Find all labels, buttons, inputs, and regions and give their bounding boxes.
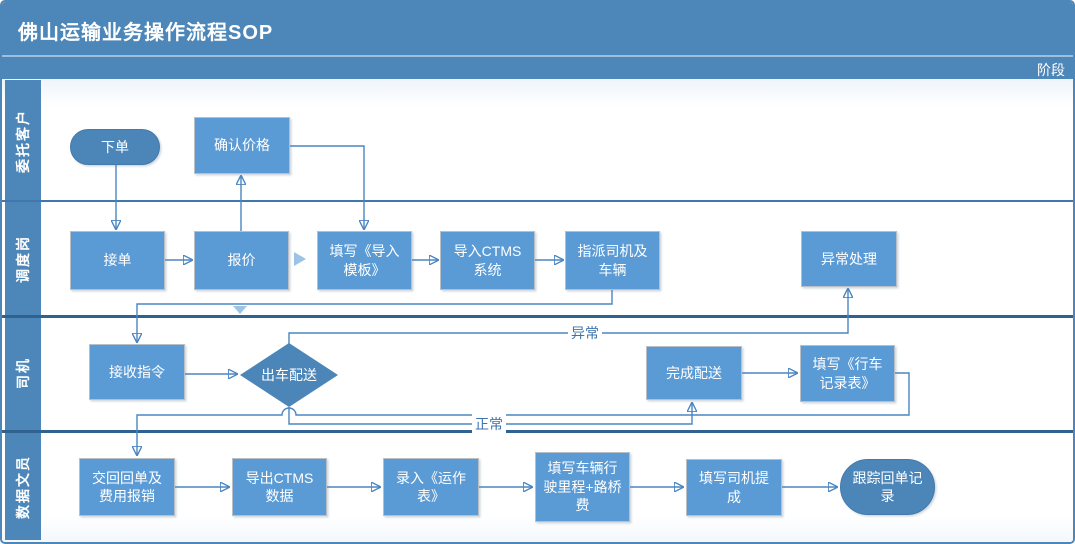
- flow-node-confirm-price: 确认价格: [194, 117, 290, 174]
- lane-label-data-clerk: 数据文员: [15, 455, 31, 519]
- lane-separator-3: [2, 430, 1073, 433]
- flow-node-quote: 报价: [194, 231, 289, 290]
- node-label: 报价: [227, 252, 256, 269]
- flow-node-export-ctms-data: 导出CTMS数据: [232, 458, 327, 516]
- title-band: 佛山运输业务操作流程SOP: [2, 2, 1073, 55]
- lane-label-driver: 司机: [15, 357, 31, 389]
- lane-separator-1: [2, 200, 1073, 202]
- flow-node-track-receipt-record: 跟踪回单记录: [840, 459, 935, 515]
- node-label: 录入《运作表》: [396, 469, 466, 504]
- lane-label-client: 委托客户: [15, 109, 31, 173]
- node-label: 完成配送: [666, 364, 722, 381]
- flow-node-fill-mileage-toll: 填写车辆行驶里程+路桥费: [535, 452, 630, 522]
- node-label: 接单: [103, 252, 132, 269]
- flow-node-exception-handling: 异常处理: [801, 231, 897, 287]
- stage-label: 阶段: [1037, 62, 1065, 78]
- flow-node-fill-driving-record: 填写《行车记录表》: [800, 345, 895, 402]
- flow-node-fill-import-template: 填写《导入模板》: [317, 231, 412, 290]
- flow-node-receive-instruction: 接收指令: [89, 344, 185, 400]
- node-label: 跟踪回单记录: [852, 469, 923, 504]
- diagram-title: 佛山运输业务操作流程SOP: [18, 22, 274, 44]
- node-label: 交回回单及费用报销: [92, 469, 162, 504]
- flow-node-return-receipt-expense: 交回回单及费用报销: [79, 458, 175, 516]
- node-label: 指派司机及车辆: [577, 243, 648, 278]
- edge-label-abnormal: 异常: [568, 323, 602, 343]
- node-label: 接收指令: [109, 363, 165, 380]
- flow-node-assign-driver-vehicle: 指派司机及车辆: [565, 231, 660, 290]
- flow-node-complete-delivery: 完成配送: [646, 346, 742, 400]
- stage-band: 阶段: [2, 57, 1073, 79]
- lane-label-dispatcher: 调度岗: [15, 235, 31, 283]
- lane-separator-2: [2, 315, 1073, 318]
- node-label: 出车配送: [261, 366, 317, 383]
- node-label: 下单: [101, 138, 129, 155]
- lane-label-column: [5, 80, 41, 540]
- node-label: 填写司机提成: [699, 470, 769, 505]
- flow-node-place-order: 下单: [70, 129, 160, 165]
- flow-node-fill-driver-commission: 填写司机提成: [686, 459, 782, 516]
- flow-node-import-ctms: 导入CTMS系统: [440, 231, 535, 290]
- flow-node-enter-operation-table: 录入《运作表》: [383, 458, 479, 516]
- node-label: 异常处理: [821, 250, 877, 267]
- band-separator: [2, 55, 1073, 57]
- flow-node-accept-order: 接单: [70, 231, 165, 290]
- node-label: 导出CTMS数据: [245, 469, 314, 504]
- node-label: 导入CTMS系统: [453, 243, 522, 278]
- node-label: 填写车辆行驶里程+路桥费: [543, 460, 622, 514]
- node-label: 填写《行车记录表》: [812, 356, 883, 391]
- edge-label-normal: 正常: [472, 414, 506, 434]
- node-label: 填写《导入模板》: [329, 243, 400, 278]
- node-label: 确认价格: [214, 137, 270, 154]
